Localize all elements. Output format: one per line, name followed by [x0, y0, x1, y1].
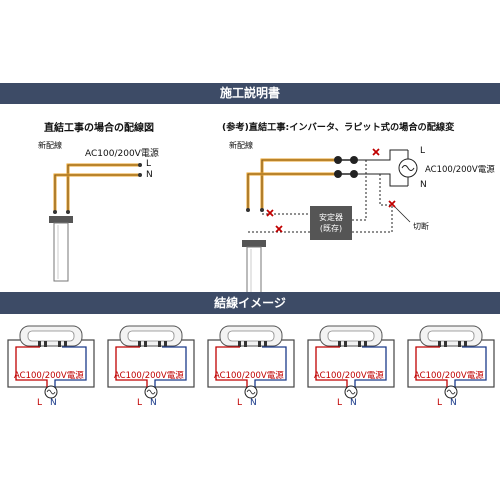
right-diagram-title: (参考)直結工事:インバータ、ラピット式の場合の配線変: [222, 122, 455, 133]
neutral-wire: [254, 346, 287, 392]
header-title: 施工説明書: [219, 86, 280, 100]
ac-wave-icon: [46, 389, 56, 395]
fixture-power-label: AC100/200V電源: [414, 371, 484, 381]
wiring-fixture: [107, 325, 195, 399]
wiring-fixture: [407, 325, 495, 399]
lamp-pin: [238, 341, 241, 347]
lamp-pin: [58, 341, 61, 347]
fixture-body: [407, 339, 495, 388]
live-label: L: [337, 398, 343, 408]
left-wiring-diagram: [49, 163, 142, 282]
neutral-label: N: [50, 398, 57, 408]
fixture-power-label: AC100/200V電源: [214, 371, 284, 381]
lamp-pin: [64, 341, 67, 347]
live-label: L: [237, 398, 243, 408]
lamp-pin: [158, 341, 161, 347]
lamp-pin: [244, 341, 247, 347]
right-l-label: L: [420, 146, 426, 156]
lamp-pin: [164, 341, 167, 347]
lamp-pin: [144, 341, 147, 347]
lamp-pin: [338, 341, 341, 347]
lamp-pin: [464, 341, 467, 347]
live-label: L: [437, 398, 443, 408]
wiring-section-title: 結線イメージ: [214, 296, 286, 310]
neutral-wire: [354, 346, 387, 392]
lamp-tube: [427, 330, 475, 342]
wiring-fixture: [307, 325, 395, 399]
lamp-pin: [38, 341, 41, 347]
live-label: L: [37, 398, 43, 408]
live-label: L: [137, 398, 143, 408]
lamp-pin: [344, 341, 347, 347]
live-wire: [15, 346, 48, 392]
fixture-power-label: AC100/200V電源: [14, 371, 84, 381]
right-power-label: AC100/200V電源: [425, 165, 495, 175]
header-banner: 施工説明書: [0, 83, 500, 104]
left-l-label: L: [146, 159, 152, 169]
left-n-label: N: [146, 170, 153, 180]
neutral-wire: [154, 346, 187, 392]
wiring-section-banner: 結線イメージ: [0, 292, 500, 314]
lamp-pin: [44, 341, 47, 347]
lamp-tube: [127, 330, 175, 342]
fixture-body: [7, 339, 95, 388]
ac-wave-icon: [146, 389, 156, 395]
fixture-power-label: AC100/200V電源: [314, 371, 384, 381]
ballast-label: 安定器 (既存): [310, 212, 352, 234]
left-power-label: AC100/200V電源: [85, 149, 159, 159]
neutral-label: N: [150, 398, 157, 408]
lamp-tube: [27, 330, 75, 342]
ac-wave-icon: [346, 389, 356, 395]
live-wire: [215, 346, 248, 392]
right-wiring-diagram: [242, 148, 418, 298]
lamp-tube: [227, 330, 275, 342]
neutral-label: N: [250, 398, 257, 408]
fixture-body: [207, 339, 295, 388]
neutral-wire: [454, 346, 487, 392]
neutral-label: N: [450, 398, 457, 408]
lamp-pin: [138, 341, 141, 347]
live-wire: [115, 346, 148, 392]
wiring-fixture: [207, 325, 295, 399]
fixture-power-label: AC100/200V電源: [114, 371, 184, 381]
wiring-fixture: [7, 325, 95, 399]
ac-wave-icon: [446, 389, 456, 395]
ballast-line1: 安定器: [319, 213, 343, 222]
neutral-wire: [54, 346, 87, 392]
neutral-label: N: [350, 398, 357, 408]
lamp-pin: [444, 341, 447, 347]
lamp-tube: [327, 330, 375, 342]
left-diagram-title: 直結工事の場合の配線図: [44, 123, 154, 134]
lamp-pin: [438, 341, 441, 347]
lamp-pin: [358, 341, 361, 347]
ac-wave-icon: [246, 389, 256, 395]
lamp-pin: [458, 341, 461, 347]
wiring-image-fixtures: [7, 325, 495, 399]
live-wire: [315, 346, 348, 392]
right-new-wiring-label: 新配線: [229, 141, 253, 150]
lamp-pin: [264, 341, 267, 347]
lamp-pin: [364, 341, 367, 347]
ballast-line2: (既存): [319, 224, 343, 233]
left-new-wiring-label: 新配線: [38, 141, 62, 150]
right-n-label: N: [420, 180, 427, 190]
lamp-pin: [258, 341, 261, 347]
live-wire: [415, 346, 448, 392]
cut-label: 切断: [413, 222, 429, 231]
